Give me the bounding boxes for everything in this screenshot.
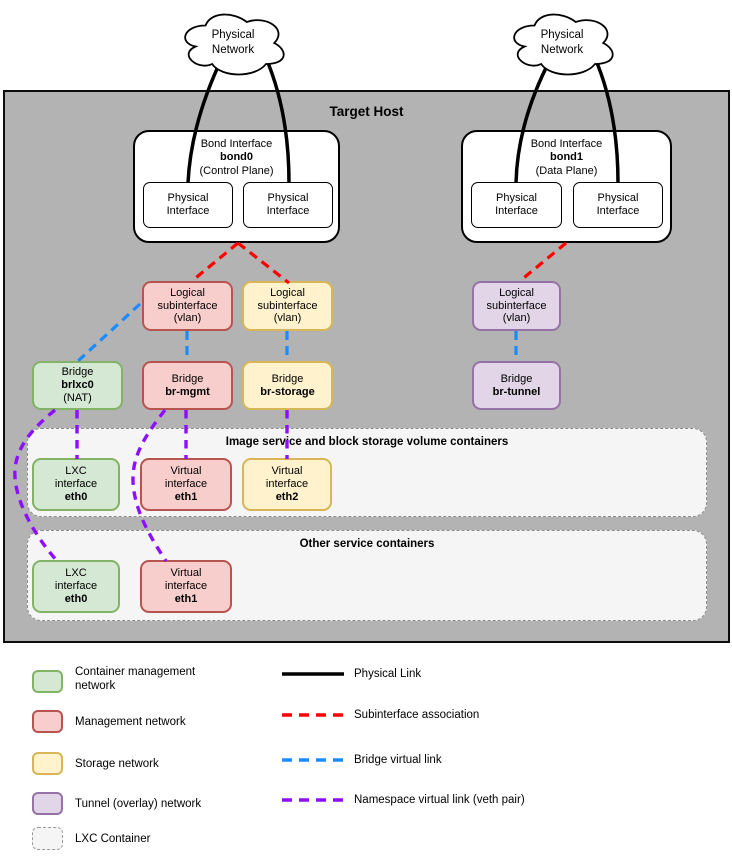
legend-label-lxc-container: LXC Container (75, 833, 151, 845)
other-service-container-title: Other service containers (299, 538, 435, 550)
c1-virtual-eth2-kind: Virtual interface (265, 465, 309, 491)
subinterface-storage-label: Logical subinterface (vlan) (257, 286, 318, 325)
c1-virtual-eth1: Virtual interface eth1 (140, 458, 232, 511)
c1-lxc-eth0-kind: LXC interface (54, 465, 98, 491)
bond0-title: Bond Interface (200, 138, 273, 150)
image-service-container-title: Image service and block storage volume c… (225, 436, 509, 448)
bond1-physical-interface-1: Physical Interface (471, 182, 562, 228)
bond1-name: bond1 (550, 151, 583, 164)
c1-virtual-eth1-kind: Virtual interface (164, 465, 208, 491)
legend-label-storage: Storage network (75, 758, 159, 770)
legend-swatch-management (32, 710, 63, 733)
bridge-br-storage: Bridge br-storage (242, 361, 333, 410)
legend-label-namespace-virtual-link: Namespace virtual link (veth pair) (354, 794, 525, 806)
bridge-brlxc0-note: (NAT) (63, 391, 92, 404)
bond0-physical-interface-2: Physical Interface (243, 182, 333, 228)
legend-label-tunnel: Tunnel (overlay) network (75, 798, 202, 810)
subinterface-tunnel-label: Logical subinterface (vlan) (486, 286, 547, 325)
c2-lxc-eth0-kind: LXC interface (54, 567, 98, 593)
c1-virtual-eth2: Virtual interface eth2 (242, 458, 332, 511)
physical-network-label-left: Physical Network (211, 29, 255, 56)
bond0-name: bond0 (220, 151, 253, 164)
c2-virtual-eth1: Virtual interface eth1 (140, 560, 232, 613)
physical-network-label-right: Physical Network (540, 29, 584, 56)
legend-swatch-storage (32, 752, 63, 775)
bond1-title: Bond Interface (530, 138, 603, 150)
bond1-physical-interface-2: Physical Interface (573, 182, 663, 228)
bond1-plane: (Data Plane) (535, 164, 598, 177)
bridge-brlxc0: Bridge brlxc0 (NAT) (32, 361, 123, 410)
bridge-br-mgmt: Bridge br-mgmt (142, 361, 233, 410)
subinterface-storage: Logical subinterface (vlan) (242, 281, 333, 331)
target-host-label: Target Host (329, 104, 404, 119)
legend-label-bridge-virtual-link: Bridge virtual link (354, 754, 442, 766)
c2-lxc-eth0-name: eth0 (64, 592, 88, 605)
bridge-br-mgmt-name: br-mgmt (165, 385, 210, 398)
bridge-brlxc0-name: brlxc0 (61, 379, 94, 392)
c2-virtual-eth1-name: eth1 (174, 592, 198, 605)
c1-virtual-eth2-name: eth2 (275, 490, 299, 503)
legend-label-container-management: Container management network (75, 666, 196, 693)
legend-label-physical-link: Physical Link (354, 668, 422, 680)
bridge-br-tunnel: Bridge br-tunnel (472, 361, 561, 410)
legend-label-subinterface-association: Subinterface association (354, 709, 480, 721)
legend-swatch-container-management (32, 670, 63, 693)
subinterface-mgmt: Logical subinterface (vlan) (142, 281, 233, 331)
c2-lxc-eth0: LXC interface eth0 (32, 560, 120, 613)
bond0-physical-interface-1: Physical Interface (143, 182, 233, 228)
bridge-br-tunnel-name: br-tunnel (492, 385, 541, 398)
legend-swatch-lxc-container (32, 827, 63, 850)
c1-virtual-eth1-name: eth1 (174, 490, 198, 503)
c1-lxc-eth0-name: eth0 (64, 490, 88, 503)
subinterface-mgmt-label: Logical subinterface (vlan) (157, 286, 218, 325)
bridge-br-storage-kind: Bridge (271, 372, 304, 385)
bridge-br-mgmt-kind: Bridge (171, 372, 204, 385)
c2-virtual-eth1-kind: Virtual interface (164, 567, 208, 593)
bridge-br-tunnel-kind: Bridge (500, 372, 533, 385)
bond0-plane: (Control Plane) (199, 164, 274, 177)
bridge-brlxc0-kind: Bridge (61, 366, 94, 379)
bridge-br-storage-name: br-storage (260, 385, 315, 398)
legend-swatch-tunnel (32, 792, 63, 815)
c1-lxc-eth0: LXC interface eth0 (32, 458, 120, 511)
image-service-container-box: Image service and block storage volume c… (27, 428, 707, 517)
subinterface-tunnel: Logical subinterface (vlan) (472, 281, 561, 331)
legend-label-management: Management network (75, 716, 186, 728)
other-service-container-box: Other service containers (27, 530, 707, 621)
